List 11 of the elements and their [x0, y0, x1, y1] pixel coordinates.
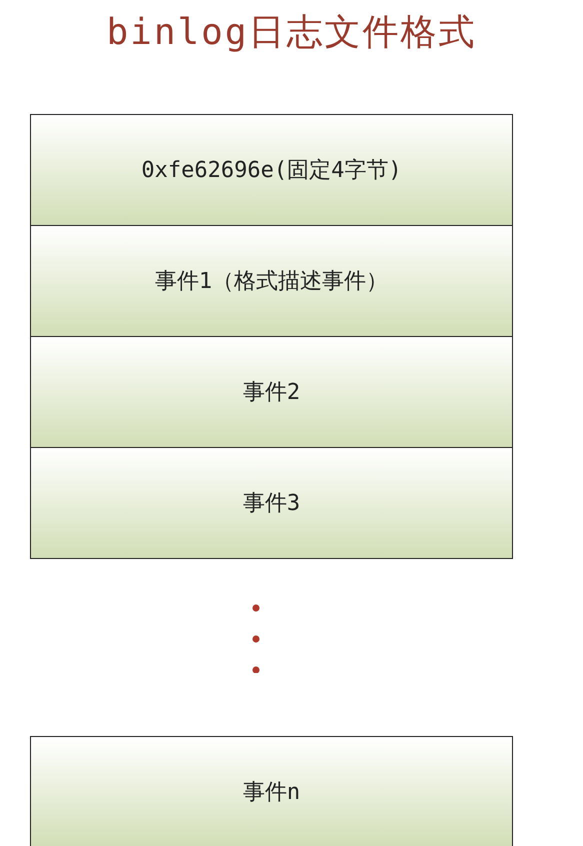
record-box	[30, 736, 513, 846]
box-text: 事件1（格式描述事件）	[154, 268, 388, 296]
record-box	[30, 336, 513, 448]
box-text: 事件2	[242, 379, 300, 407]
record-box	[30, 225, 513, 337]
box-text: 0xfe62696e(固定4字节)	[141, 157, 402, 185]
box-text: 事件3	[242, 490, 300, 518]
box-text: 事件n	[242, 779, 300, 807]
record-box	[30, 447, 513, 559]
record-box	[30, 114, 513, 226]
title: binlog日志文件格式	[105, 11, 478, 55]
